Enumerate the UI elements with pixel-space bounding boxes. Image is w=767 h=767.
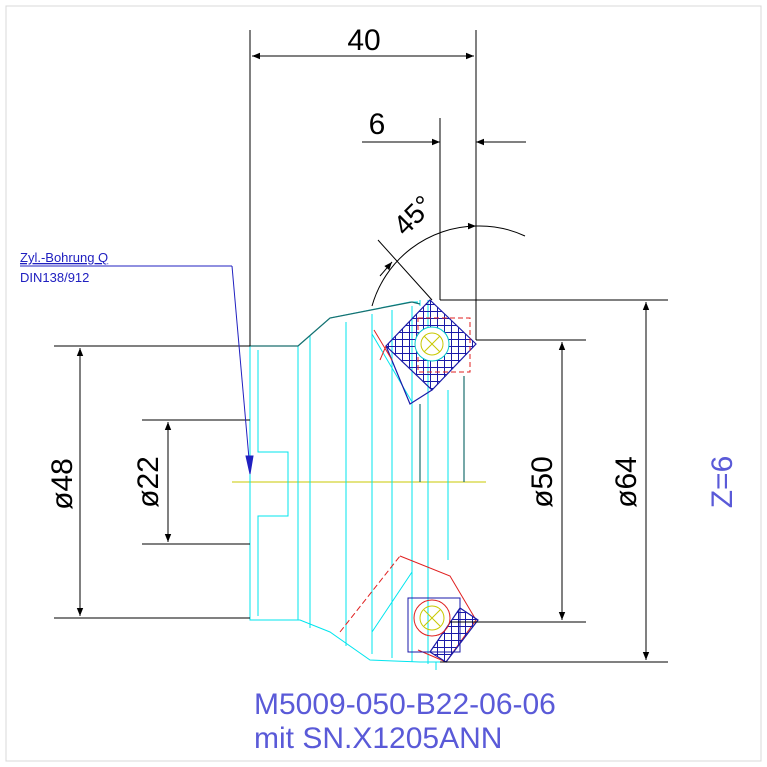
bore-callout-leader bbox=[20, 265, 254, 475]
teeth-count-label: Z=6 bbox=[706, 456, 739, 509]
diameter-50-label: ø50 bbox=[526, 456, 559, 508]
insert-screw-bottom bbox=[413, 599, 451, 637]
bore-callout-line2: DIN138/912 bbox=[20, 270, 89, 285]
diameter-64-label: ø64 bbox=[610, 456, 643, 508]
top-insert bbox=[373, 299, 477, 405]
cutter-body bbox=[249, 300, 449, 670]
dimension-40-label: 40 bbox=[347, 24, 380, 57]
bore-callout-line1: Zyl.-Bohrung Q bbox=[20, 250, 108, 265]
bottom-insert bbox=[339, 555, 479, 663]
dimension-geometry bbox=[54, 30, 668, 663]
dimension-6-label: 6 bbox=[369, 108, 386, 141]
diameter-48-label: ø48 bbox=[46, 458, 79, 510]
part-number: M5009-050-B22-06-06 bbox=[254, 688, 556, 721]
insert-designation: mit SN.X1205ANN bbox=[254, 722, 502, 755]
cutter-front-outline bbox=[250, 301, 465, 482]
drawing-border bbox=[5, 5, 762, 762]
diameter-22-label: ø22 bbox=[132, 456, 165, 508]
angle-45-label: 45° bbox=[387, 189, 439, 241]
